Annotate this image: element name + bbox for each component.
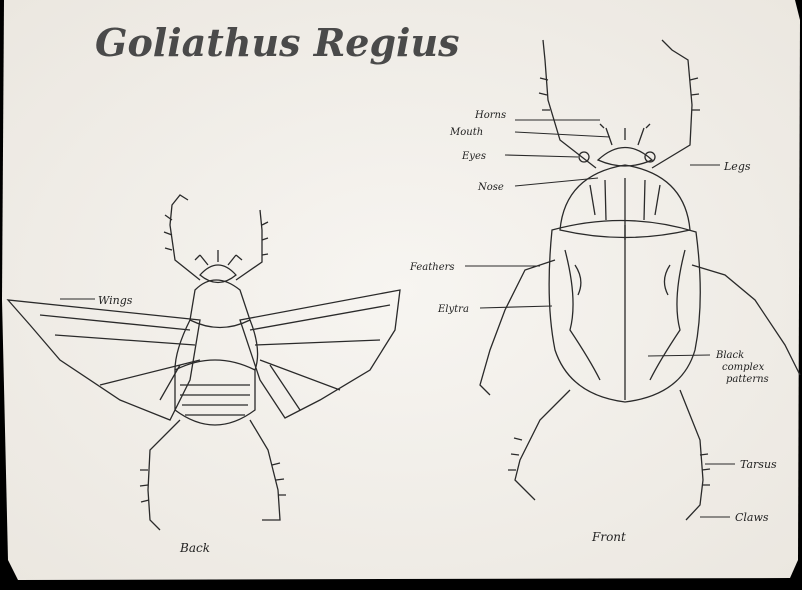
caption-front: Front — [591, 530, 626, 544]
label-claws: Claws — [735, 511, 769, 524]
label-legs: Legs — [723, 160, 751, 173]
page-title: Goliathus Regius — [95, 20, 460, 65]
label-nose: Nose — [477, 182, 504, 193]
label-horns: Horns — [474, 110, 506, 121]
label-mouth: Mouth — [449, 127, 483, 138]
label-feathers: Feathers — [409, 262, 455, 273]
caption-back: Back — [179, 541, 210, 555]
label-patterns-line1: Black — [715, 350, 744, 361]
label-eyes: Eyes — [461, 151, 486, 162]
label-patterns-line3: patterns — [726, 374, 769, 385]
label-wings: Wings — [98, 294, 133, 307]
label-patterns-line2: complex — [722, 362, 765, 373]
paper-sheet — [2, 0, 800, 580]
label-tarsus: Tarsus — [740, 458, 777, 471]
label-elytra: Elytra — [437, 304, 469, 315]
